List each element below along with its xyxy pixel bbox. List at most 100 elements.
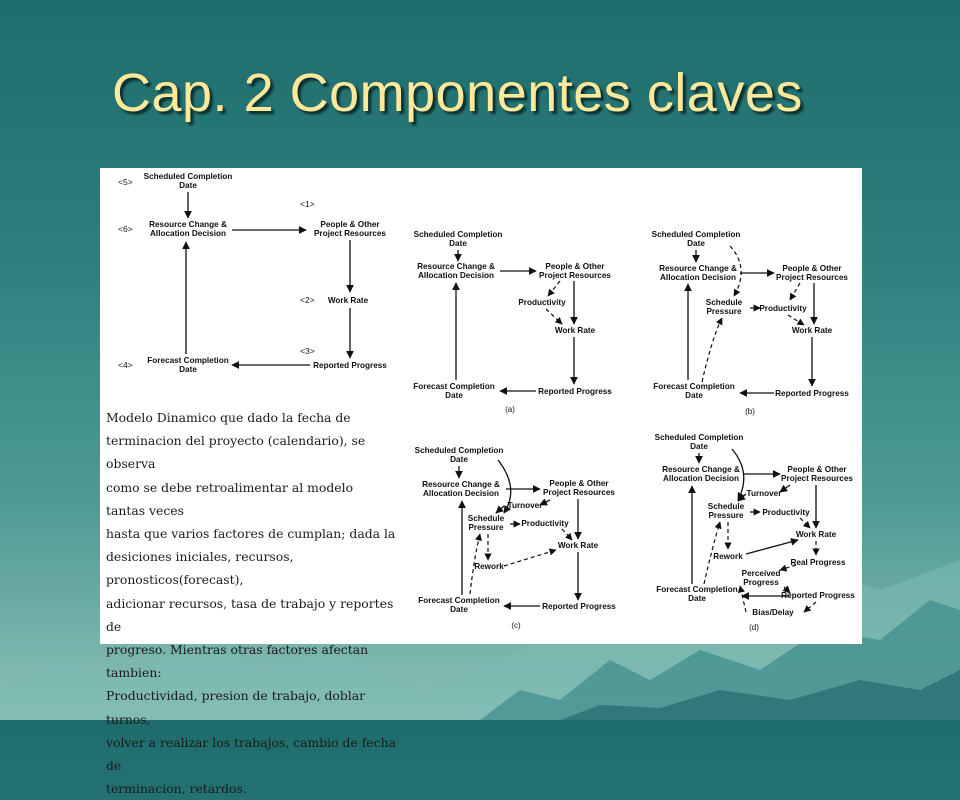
d-schedule-line2: Pressure	[708, 511, 743, 520]
diagram-c: Scheduled Completion Date Resource Chang…	[415, 446, 617, 630]
b-people-line2: Project Resources	[776, 273, 848, 282]
ref-1: <1>	[300, 199, 315, 209]
main-resource-line1: Resource Change &	[149, 220, 227, 229]
d-perceived-line1: Perceived	[742, 569, 781, 578]
ref-6: <6>	[118, 224, 133, 234]
c-arrow-4	[539, 498, 551, 506]
a-arrow-5	[545, 308, 563, 325]
ref-4: <4>	[118, 360, 133, 370]
main-scheduled-line2: Date	[179, 181, 197, 190]
d-people-line2: Project Resources	[781, 474, 853, 483]
c-rework: Rework	[474, 562, 504, 571]
c-resource-line1: Resource Change &	[422, 480, 500, 489]
ref-5: <5>	[118, 177, 133, 187]
d-arrow-18	[703, 521, 722, 585]
d-work-rate: Work Rate	[796, 530, 837, 539]
main-resource-line2: Allocation Decision	[150, 229, 226, 238]
d-schedule-line1: Schedule	[708, 502, 745, 511]
a-scheduled-line1: Scheduled Completion	[414, 230, 503, 239]
main-people-line1: People & Other	[320, 220, 380, 229]
c-turnover: Turnover	[508, 501, 544, 510]
d-forecast-line1: Forecast Completion	[656, 585, 737, 594]
b-forecast-line2: Date	[685, 391, 703, 400]
diagram-description: Modelo Dinamico que dado la fecha de ter…	[106, 410, 396, 797]
b-schedule-line2: Pressure	[706, 307, 741, 316]
d-arrow-13	[782, 585, 791, 594]
c-scheduled-line1: Scheduled Completion	[415, 446, 504, 455]
d-arrow-8	[799, 517, 811, 529]
b-productivity: Productivity	[759, 304, 807, 313]
a-people-line1: People & Other	[545, 262, 605, 271]
d-reported: Reported Progress	[781, 591, 855, 600]
b-work-rate: Work Rate	[792, 326, 833, 335]
d-real-progress: Real Progress	[790, 558, 846, 567]
causal-loop-diagrams: <5> Scheduled Completion Date <1> <6> Re…	[118, 172, 856, 632]
c-arrow-5	[495, 505, 505, 514]
main-forecast-line2: Date	[179, 365, 197, 374]
main-forecast-line1: Forecast Completion	[147, 356, 228, 365]
c-productivity: Productivity	[521, 519, 569, 528]
b-schedule-line1: Schedule	[706, 298, 743, 307]
diagram-a: Scheduled Completion Date Resource Chang…	[413, 230, 612, 414]
main-scheduled-line1: Scheduled Completion	[144, 172, 233, 181]
d-resource-line2: Allocation Decision	[663, 474, 739, 483]
ref-2: <2>	[300, 295, 315, 305]
a-resource-line1: Resource Change &	[417, 262, 495, 271]
b-arrow-11	[701, 317, 723, 383]
d-bias-delay: Bias/Delay	[752, 608, 794, 617]
b-reported: Reported Progress	[775, 389, 849, 398]
d-caption: (d)	[749, 623, 759, 632]
main-diagram: <5> Scheduled Completion Date <1> <6> Re…	[118, 172, 387, 374]
slide-title: Cap. 2 Componentes claves	[112, 63, 803, 123]
b-resource-line1: Resource Change &	[659, 264, 737, 273]
d-scheduled-line2: Date	[690, 442, 708, 451]
d-arrow-15	[737, 585, 747, 613]
b-arrow-7	[787, 314, 805, 326]
d-scheduled-line1: Scheduled Completion	[655, 433, 744, 442]
d-arrow-12	[779, 564, 797, 572]
b-arrow-5	[789, 282, 801, 301]
a-arrow-3	[547, 280, 561, 297]
a-work-rate: Work Rate	[555, 326, 596, 335]
c-arrow-8	[561, 528, 573, 541]
c-reported: Reported Progress	[542, 602, 616, 611]
d-arrow-14	[803, 601, 817, 613]
b-people-line1: People & Other	[782, 264, 842, 273]
d-productivity: Productivity	[762, 508, 810, 517]
c-schedule-line2: Pressure	[468, 523, 503, 532]
c-arrow-14	[469, 533, 482, 595]
d-perceived-line2: Progress	[743, 578, 779, 587]
d-arrow-5	[737, 493, 747, 502]
d-arrow-10	[745, 538, 799, 555]
diagram-d: Scheduled Completion Date Resource Chang…	[655, 433, 856, 632]
a-reported: Reported Progress	[538, 387, 612, 396]
a-resource-line2: Allocation Decision	[418, 271, 494, 280]
d-forecast-line2: Date	[688, 594, 706, 603]
main-work-rate: Work Rate	[328, 296, 369, 305]
c-people-line2: Project Resources	[543, 488, 615, 497]
d-rework: Rework	[713, 552, 743, 561]
d-people-line1: People & Other	[787, 465, 847, 474]
c-forecast-line1: Forecast Completion	[418, 596, 499, 605]
c-arrow-10	[503, 548, 557, 567]
b-resource-line2: Allocation Decision	[660, 273, 736, 282]
a-people-line2: Project Resources	[539, 271, 611, 280]
main-people-line2: Project Resources	[314, 229, 386, 238]
a-scheduled-line2: Date	[449, 239, 467, 248]
ref-3: <3>	[300, 346, 315, 356]
c-resource-line2: Allocation Decision	[423, 489, 499, 498]
b-caption: (b)	[745, 407, 755, 416]
b-scheduled-line1: Scheduled Completion	[652, 230, 741, 239]
b-scheduled-line2: Date	[687, 239, 705, 248]
b-forecast-line1: Forecast Completion	[653, 382, 734, 391]
c-caption: (c)	[511, 621, 521, 630]
c-forecast-line2: Date	[450, 605, 468, 614]
a-forecast-line2: Date	[445, 391, 463, 400]
c-people-line1: People & Other	[549, 479, 609, 488]
c-scheduled-line2: Date	[450, 455, 468, 464]
c-work-rate: Work Rate	[558, 541, 599, 550]
diagram-b: Scheduled Completion Date Resource Chang…	[652, 230, 850, 416]
main-reported: Reported Progress	[313, 361, 387, 370]
b-arrow-1	[729, 245, 742, 297]
d-arrow-4	[779, 484, 791, 493]
